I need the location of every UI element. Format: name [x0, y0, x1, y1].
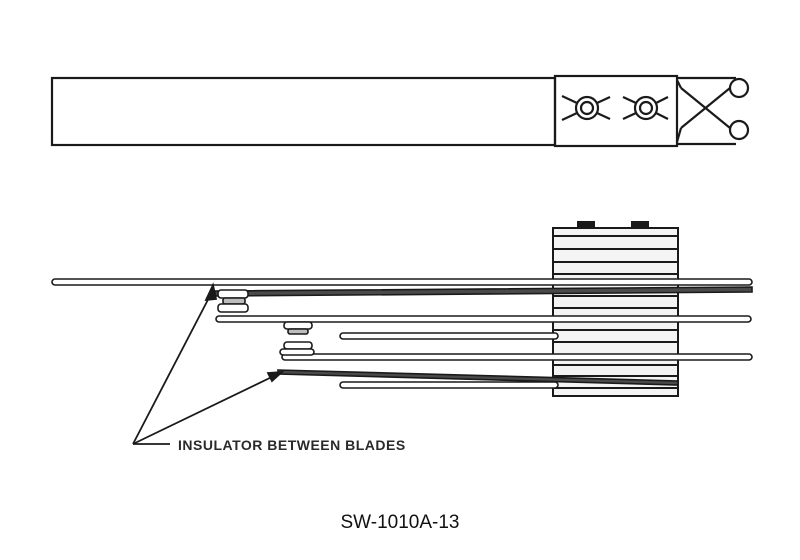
blade [339, 381, 559, 389]
insulator-stack [552, 221, 679, 397]
callout-label: INSULATOR BETWEEN BLADES [178, 437, 406, 453]
callout-arrows [132, 282, 285, 445]
arrowhead-icon [266, 370, 285, 383]
arrowhead-icon [204, 282, 218, 302]
figure-id: SW-1010A-13 [341, 512, 460, 533]
callout-arrow-line [132, 289, 214, 445]
top-view-insulator-block [553, 74, 679, 148]
rivet-icon [622, 95, 669, 121]
top-view [50, 74, 750, 148]
insulator-button-icon [217, 289, 249, 313]
blade [339, 332, 559, 340]
blade [51, 278, 753, 286]
blade [281, 353, 753, 361]
rivet-icon [561, 95, 611, 121]
terminal-lug-icon [675, 77, 750, 143]
insulator-button-icon [279, 341, 315, 356]
insulator-button-icon [283, 321, 313, 335]
blade [215, 315, 752, 323]
callout-arrow-line [132, 373, 279, 445]
contact-insulators [217, 289, 315, 356]
side-view: INSULATOR BETWEEN BLADES [51, 221, 753, 453]
top-view-blade-body [50, 76, 557, 147]
